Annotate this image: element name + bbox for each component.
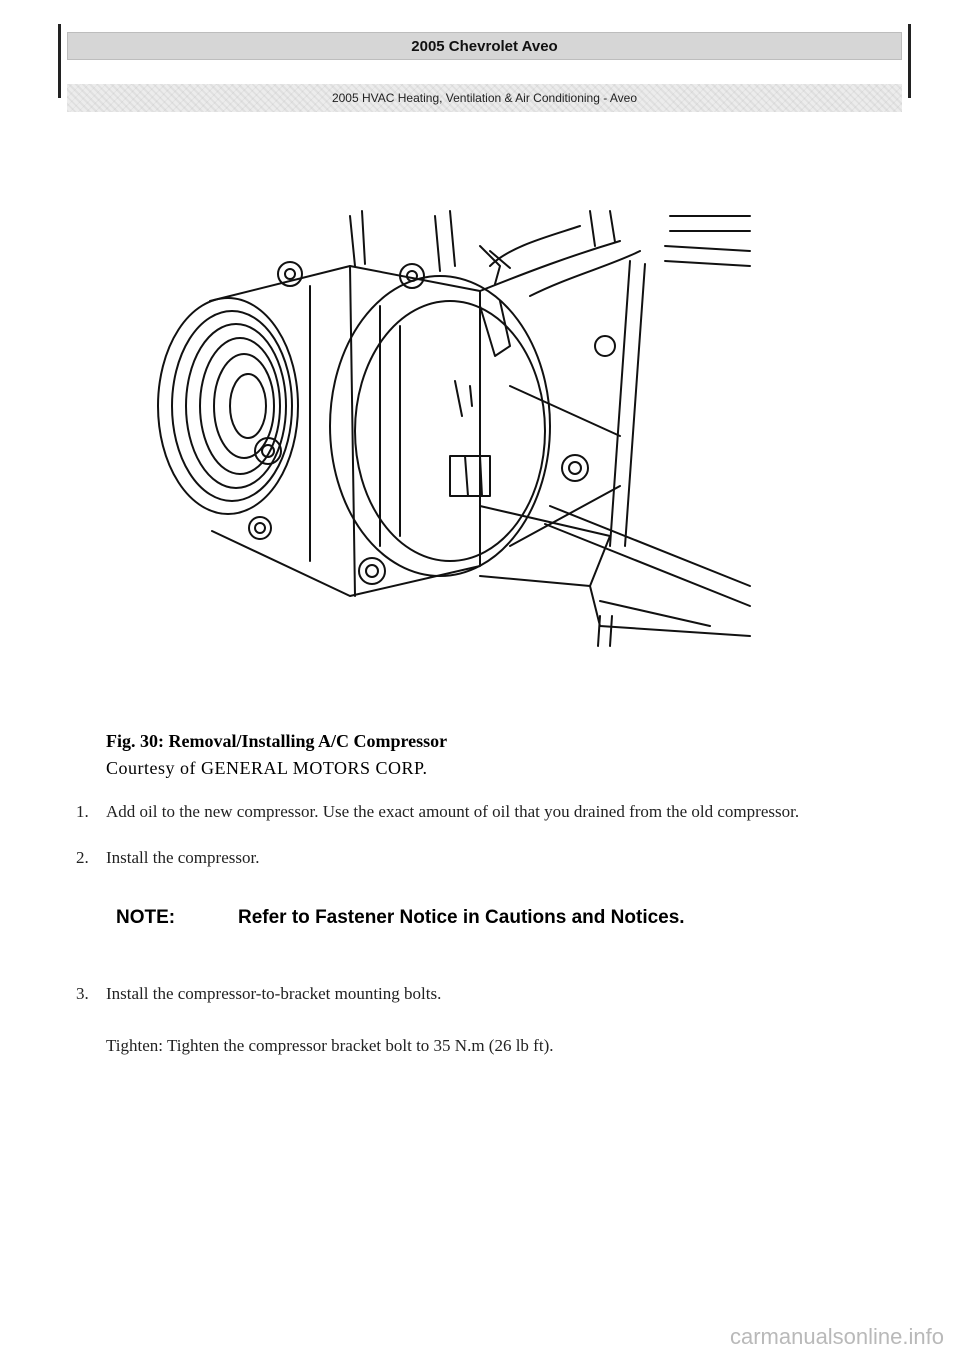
document-header: 2005 Chevrolet Aveo 2005 HVAC Heating, V… <box>58 24 911 112</box>
caption-title: Fig. 30: Removal/Installing A/C Compress… <box>106 731 448 751</box>
step-text: Install the compressor-to-bracket mounti… <box>106 984 442 1003</box>
list-item: 1. Add oil to the new compressor. Use th… <box>76 800 896 824</box>
caption-credit: Courtesy of GENERAL MOTORS CORP. <box>106 758 428 778</box>
note-label: NOTE: <box>116 907 176 928</box>
header-subtitle: 2005 HVAC Heating, Ventilation & Air Con… <box>67 84 902 112</box>
procedure-steps: 1. Add oil to the new compressor. Use th… <box>76 800 896 892</box>
step-text: Add oil to the new compressor. Use the e… <box>106 802 800 821</box>
torque-spec: Tighten: Tighten the compressor bracket … <box>106 1036 554 1055</box>
note-text: Refer to Fastener Notice in Cautions and… <box>238 907 685 928</box>
header-title: 2005 Chevrolet Aveo <box>67 32 902 60</box>
step-text: Install the compressor. <box>106 848 260 867</box>
step-number: 1. <box>76 802 89 821</box>
watermark-link[interactable]: carmanualsonline.info <box>729 1324 944 1349</box>
step-number: 2. <box>76 848 89 867</box>
step-number: 3. <box>76 984 89 1003</box>
list-item: 2. Install the compressor. <box>76 846 896 870</box>
list-item: 3. Install the compressor-to-bracket mou… <box>76 982 896 1006</box>
fastener-note: NOTE: Refer to Fastener Notice in Cautio… <box>116 904 756 931</box>
compressor-illustration <box>157 210 751 647</box>
figure-caption: Fig. 30: Removal/Installing A/C Compress… <box>106 728 806 782</box>
